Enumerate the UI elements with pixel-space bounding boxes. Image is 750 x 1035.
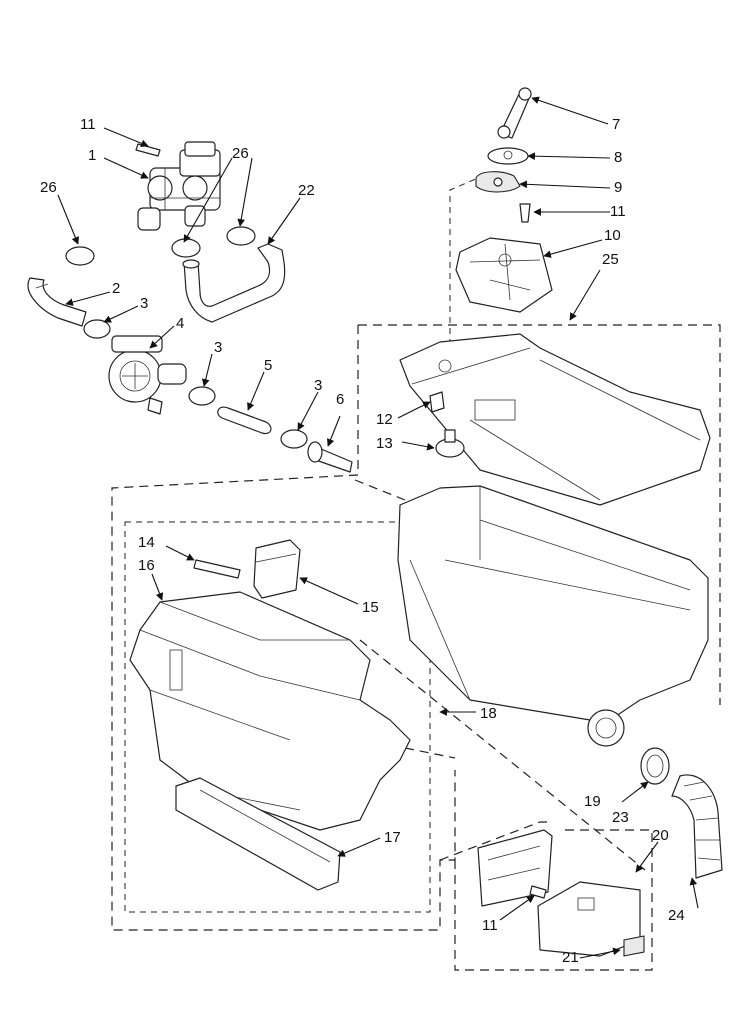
callout-13: 13	[376, 435, 393, 452]
bracket-screw	[529, 885, 547, 899]
actuator-lever	[497, 87, 532, 139]
valve-screw	[135, 143, 161, 157]
hose-clamps	[65, 226, 308, 449]
callout-11: 11	[610, 203, 626, 220]
cover-latch	[429, 391, 445, 413]
dispenser-actuator	[455, 237, 553, 313]
callout-3: 3	[140, 295, 148, 312]
connector-tube	[217, 406, 272, 435]
actuator-gasket	[475, 171, 521, 193]
trim-insert	[623, 935, 645, 957]
callout-21: 21	[562, 949, 579, 966]
callout-10: 10	[604, 227, 621, 244]
callout-8: 8	[614, 149, 622, 166]
drawer-front-panel	[175, 777, 341, 891]
callout-3: 3	[214, 339, 222, 356]
hose-connector	[307, 441, 353, 473]
leader-lines	[57, 96, 699, 959]
callout-6: 6	[336, 391, 344, 408]
callout-19: 19	[584, 793, 601, 810]
callout-20: 20	[652, 827, 669, 844]
callout-5: 5	[264, 357, 272, 374]
callout-26: 26	[232, 145, 249, 162]
callout-9: 9	[614, 179, 622, 196]
callout-11: 11	[482, 917, 498, 934]
callout-14: 14	[138, 534, 155, 551]
fill-hose	[182, 243, 286, 323]
callout-18: 18	[480, 705, 497, 722]
callout-22: 22	[298, 182, 315, 199]
actuator-screw	[519, 203, 531, 223]
drawer-handle-clip	[193, 559, 241, 579]
callout-15: 15	[362, 599, 379, 616]
callout-12: 12	[376, 411, 393, 428]
bellows-ring	[640, 747, 670, 785]
callout-labels: 11 1 26 26 22 2 3 4 3 5 3 6 7 8 9 11 10 …	[40, 116, 685, 966]
callout-2: 2	[112, 280, 120, 297]
drawer-siphon-cap	[253, 539, 301, 599]
callout-26: 26	[40, 179, 57, 196]
callout-24: 24	[668, 907, 685, 924]
nozzle-cap	[435, 429, 465, 458]
dispenser-housing	[397, 485, 709, 747]
callout-17: 17	[384, 829, 401, 846]
callout-11: 11	[80, 116, 96, 133]
inlet-hose	[27, 277, 87, 327]
callout-4: 4	[176, 315, 184, 332]
callout-23: 23	[612, 809, 629, 826]
water-inlet-valve	[137, 141, 221, 231]
callout-7: 7	[612, 116, 620, 133]
air-dome-body	[108, 335, 187, 415]
dispenser-cover	[399, 333, 711, 506]
callout-16: 16	[138, 557, 155, 574]
actuator-gear	[487, 147, 529, 165]
dispenser-drawer	[129, 591, 411, 831]
assembly-boundaries	[111, 177, 721, 971]
callout-25: 25	[602, 251, 619, 268]
callout-3: 3	[314, 377, 322, 394]
drain-bellows	[671, 774, 723, 879]
callout-1: 1	[88, 147, 96, 164]
